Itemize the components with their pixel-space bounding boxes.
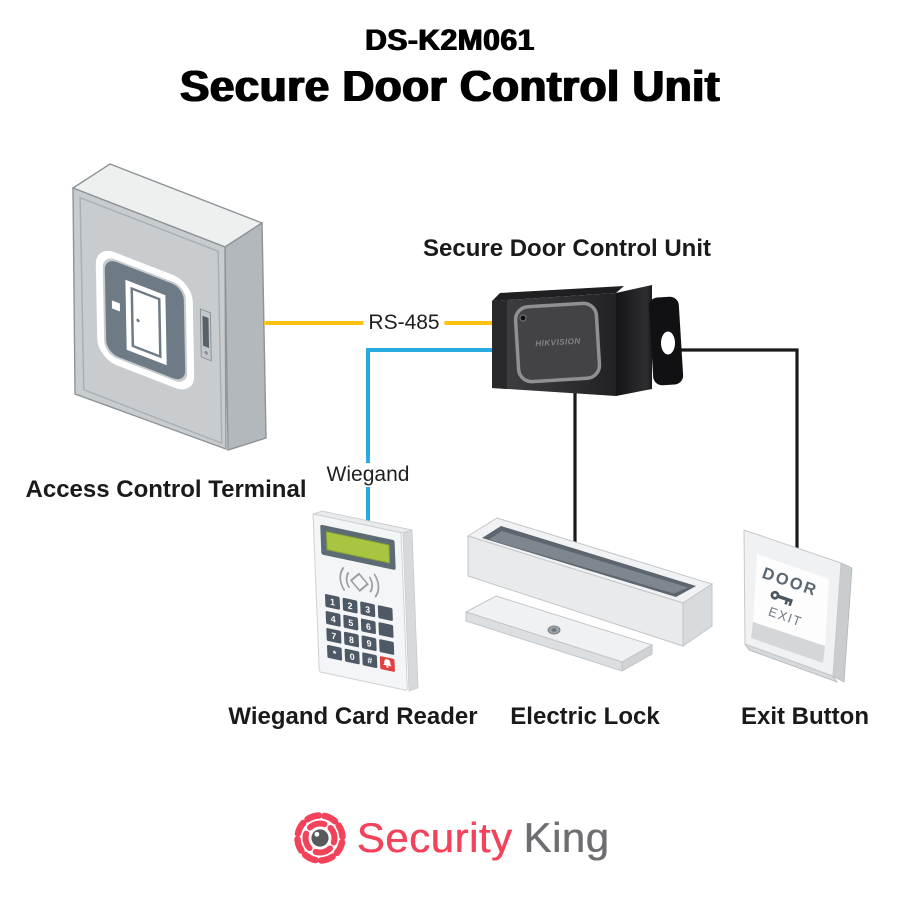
terminal-display <box>199 308 212 362</box>
keypad-key-4: 4 <box>325 611 341 627</box>
keypad-key-2: 2 <box>342 597 358 614</box>
keypad-key-8: 8 <box>343 631 360 648</box>
keypad-key-hash: # <box>362 652 378 669</box>
keypad-key-9: 9 <box>361 635 377 652</box>
bell-icon <box>383 659 392 668</box>
svg-text:8: 8 <box>349 634 354 645</box>
keypad-key-blank <box>377 605 393 621</box>
svg-text:6: 6 <box>366 621 371 632</box>
mounting-hole <box>661 331 675 355</box>
exit-wire <box>676 348 799 552</box>
svg-text:4: 4 <box>331 614 336 625</box>
brand-logo: Security King <box>0 806 900 870</box>
product-model: DS-K2M061 <box>365 24 535 57</box>
page-title: Secure Door Control Unit <box>179 62 721 111</box>
exit-button: DOOR EXIT <box>743 529 853 683</box>
maglock-bar <box>466 517 714 647</box>
svg-text:*: * <box>333 648 337 659</box>
svg-text:1: 1 <box>330 597 335 608</box>
keypad-key-5: 5 <box>343 614 359 631</box>
keypad-key-6: 6 <box>360 618 376 635</box>
keypad-key-3: 3 <box>360 601 376 618</box>
exit-button-label: Exit Button <box>741 703 869 730</box>
wiegand-wire <box>366 348 500 530</box>
secure-door-control-unit: HIKVISION <box>492 285 684 396</box>
lcd-display <box>320 524 396 570</box>
svg-text:7: 7 <box>331 631 336 642</box>
lock-label: Electric Lock <box>510 703 660 730</box>
security-king-logo-icon <box>293 812 346 864</box>
control-unit-label: Secure Door Control Unit <box>422 235 711 262</box>
svg-text:9: 9 <box>366 638 371 649</box>
armature-plate <box>464 595 654 672</box>
rfid-icon <box>339 567 380 598</box>
keypad: 1 2 3 4 5 6 7 8 9 * 0 # <box>324 594 395 672</box>
wiegand-card-reader: 1 2 3 4 5 6 7 8 9 * 0 # <box>311 510 419 692</box>
mounting-tab <box>648 296 684 386</box>
wiegand-label: Wiegand <box>321 463 415 487</box>
svg-text:3: 3 <box>365 604 370 615</box>
reader-label: Wiegand Card Reader <box>228 703 478 730</box>
key-icon <box>770 590 794 607</box>
access-control-terminal <box>71 163 267 451</box>
svg-text:5: 5 <box>348 617 353 628</box>
keypad-key-star: * <box>327 645 343 661</box>
keypad-key-0: 0 <box>344 648 360 665</box>
keypad-key-blank <box>378 622 394 638</box>
hikvision-brand-text: HIKVISION <box>535 337 582 349</box>
keypad-key-bell <box>379 656 395 672</box>
svg-text:2: 2 <box>347 600 352 611</box>
rs485-label: RS-485 <box>363 311 445 335</box>
lens-icon <box>311 829 329 847</box>
svg-text:0: 0 <box>350 651 355 662</box>
keypad-key-7: 7 <box>326 628 342 644</box>
keypad-key-blank <box>379 639 395 655</box>
keypad-key-1: 1 <box>324 594 341 610</box>
svg-text:#: # <box>367 655 372 666</box>
door-icon <box>95 250 195 390</box>
status-led <box>519 314 527 322</box>
brand-name-security: Security <box>356 814 513 861</box>
electric-lock <box>464 517 714 672</box>
brand-name-king: King <box>523 814 610 861</box>
terminal-label: Access Control Terminal <box>25 476 307 503</box>
